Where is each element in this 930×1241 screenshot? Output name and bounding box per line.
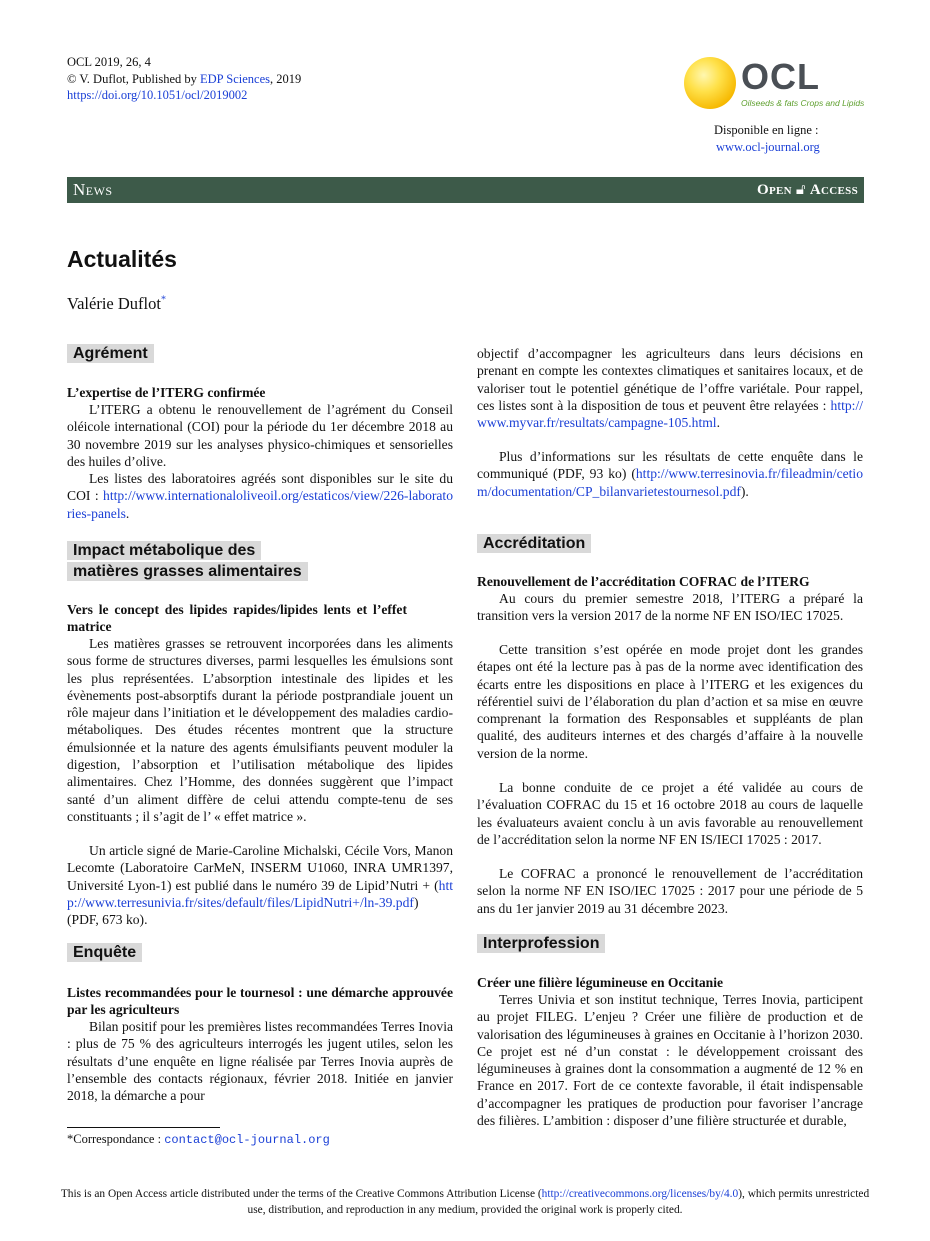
open-lock-icon: 🔓︎	[795, 182, 806, 198]
author-name: Valérie Duflot*	[67, 294, 166, 313]
doi-link[interactable]: https://doi.org/10.1051/ocl/2019002	[67, 88, 248, 102]
coi-labs-link[interactable]: http://www.internationaloliveoil.org/est…	[67, 488, 453, 521]
section-band: News Open🔓︎Access	[67, 177, 864, 203]
paragraph-accreditation-2: Cette transition s’est opérée en mode pr…	[477, 642, 863, 761]
publisher-link[interactable]: EDP Sciences	[200, 71, 271, 86]
lipidnutri-link[interactable]: http://www.terresunivia.fr/sites/default…	[67, 877, 453, 910]
cc-license-link[interactable]: http://creativecommons.org/licenses/by/4…	[541, 1188, 739, 1200]
subheading-tournesol: Listes recommandées pour le tournesol : …	[67, 985, 453, 1018]
section-heading-accreditation: Accréditation	[477, 533, 592, 554]
open-access-label: Open🔓︎Access	[757, 182, 858, 198]
contact-email-link[interactable]: contact@ocl-journal.org	[164, 1133, 330, 1147]
footnote-rule	[67, 1127, 220, 1128]
section-heading-interprofession: Interprofession	[477, 933, 606, 954]
sun-icon	[684, 57, 736, 109]
paragraph-accreditation-1: Au cours du premier semestre 2018, l’ITE…	[477, 591, 863, 624]
journal-citation: OCL 2019, 26, 4	[67, 55, 151, 69]
paragraph-agrement-2: Les listes des laboratoires agréés sont …	[67, 471, 453, 521]
subheading-cofrac: Renouvellement de l’accréditation COFRAC…	[477, 574, 810, 589]
paragraph-accreditation-3: La bonne conduite de ce projet a été val…	[477, 780, 863, 847]
myvar-link[interactable]: http://www.myvar.fr/resultats/campagne-1…	[477, 397, 863, 431]
section-heading-enquete: Enquête	[67, 942, 143, 963]
copyright-line: © V. Duflot, Published by EDP Sciences, …	[67, 71, 302, 86]
paragraph-enquete-1-cont: objectif d’accompagner les agriculteurs …	[477, 346, 863, 431]
section-type-label: News	[73, 180, 113, 199]
correspondence-marker[interactable]: *	[160, 294, 166, 306]
paragraph-interprofession-1: Terres Univia et son institut technique,…	[477, 992, 863, 1129]
paragraph-enquete-2: Plus d’informations sur les résultats de…	[477, 449, 863, 499]
ocl-logo: OCL Oilseeds & fats Crops and Lipids	[684, 55, 866, 115]
subheading-iterg: L’expertise de l’ITERG confirmée	[67, 385, 266, 400]
paragraph-enquete-1: Bilan positif pour les premières listes …	[67, 1019, 453, 1104]
logo-text: OCL	[741, 56, 820, 97]
article-title: Actualités	[67, 246, 177, 272]
availability-note: Disponible en ligne : www.ocl-journal.or…	[714, 123, 820, 154]
paragraph-impact-1: Les matières grasses se retrouvent incor…	[67, 636, 453, 824]
subheading-lipides: Vers le concept des lipides rapides/lipi…	[67, 602, 407, 635]
logo-tagline: Oilseeds & fats Crops and Lipids	[741, 98, 865, 108]
subheading-legumineuse: Créer une filière légumineuse en Occitan…	[477, 975, 724, 990]
paragraph-agrement-1: L’ITERG a obtenu le renouvellement de l’…	[67, 402, 453, 469]
terresinovia-pdf-link[interactable]: http://www.terresinovia.fr/fileadmin/cet…	[477, 466, 863, 499]
correspondence-footnote: *Correspondance : contact@ocl-journal.or…	[67, 1132, 330, 1147]
paragraph-accreditation-4: Le COFRAC a prononcé le renouvellement d…	[477, 866, 863, 916]
section-heading-agrement: Agrément	[67, 343, 154, 364]
license-notice: This is an Open Access article distribut…	[60, 1188, 870, 1216]
journal-website-link[interactable]: www.ocl-journal.org	[716, 139, 820, 154]
citation-block: OCL 2019, 26, 4 © V. Duflot, Published b…	[67, 54, 301, 104]
paragraph-impact-2: Un article signé de Marie-Caroline Micha…	[67, 843, 453, 928]
